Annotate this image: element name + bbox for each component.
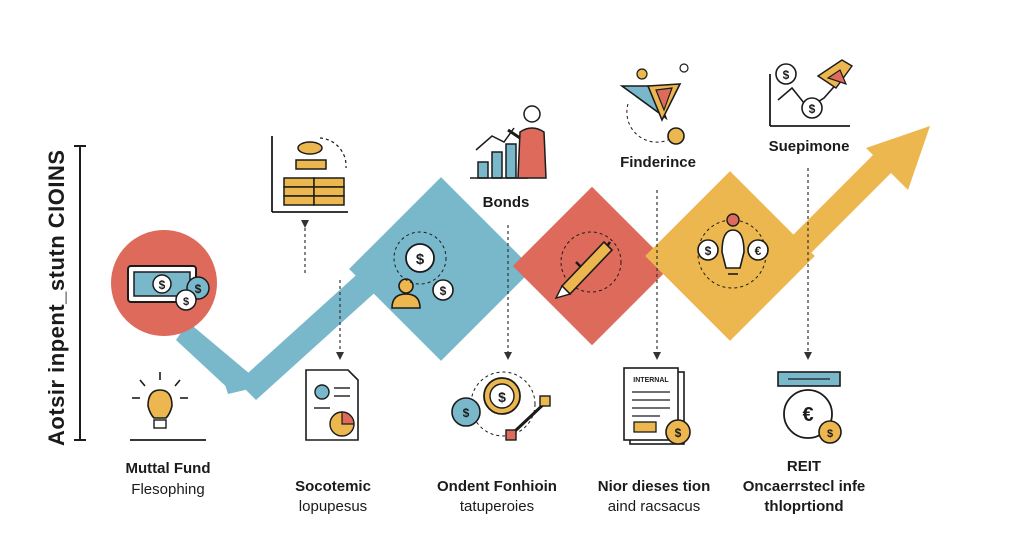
caption-5-line1: REIT [787,458,821,475]
svg-text:€: € [755,244,762,258]
lightbulb-icon [130,372,206,441]
growth-chart-person-icon [470,105,547,179]
line-chart-coins-icon: $ $ [769,59,854,127]
funnel-gem-icon [619,63,689,145]
svg-text:$: $ [416,251,425,268]
caption-1-line1: Muttal Fund [126,460,211,477]
svg-text:$: $ [463,406,470,420]
money-coin-icon: $ $ $ [127,265,210,311]
internal-stamp-label: INTERNAL [633,377,669,384]
connector-arrowheads [301,220,812,360]
caption-4-line2: aind racsacus [608,498,701,515]
svg-text:$: $ [809,102,816,116]
svg-text:$: $ [159,278,166,292]
caption-5-line2: Oncaerrstecl infe [743,478,866,495]
side-axis [74,145,86,441]
caption-3-line1: Ondent Fonhioin [437,478,557,495]
svg-text:$: $ [705,244,712,258]
internal-document-icon: INTERNAL $ [623,367,691,445]
svg-text:$: $ [783,68,790,82]
caption-2-line1: Socotemic [295,478,371,495]
svg-text:$: $ [498,389,506,405]
caption-5-line3: thloprtiond [764,498,843,515]
orange-rising-arrow [770,126,930,276]
report-document-icon [305,369,359,441]
coins-key-icon: $ $ [451,371,551,441]
svg-text:$: $ [440,284,447,298]
caption-3-line2: tatuperoies [460,498,534,515]
svg-text:$: $ [183,296,189,308]
caption-1-line2: Flesophing [131,481,204,498]
bonds-label: Bonds [483,194,530,211]
dashed-connectors [304,168,809,352]
stacked-coins-icon [271,136,348,213]
svg-text:$: $ [675,426,682,440]
balloon-coins-icon: $ € [697,213,769,289]
caption-4-line1: Nior dieses tion [598,478,711,495]
finderince-label: Finderince [620,154,696,171]
suepimone-label: Suepimone [769,138,850,155]
person-dollar-icon: $ $ [391,231,454,309]
caption-2-line2: lopupesus [299,498,367,515]
blue-zigzag-arrow [176,250,402,400]
svg-text:€: € [802,404,813,426]
pen-check-icon [554,231,622,300]
svg-text:$: $ [195,282,202,296]
reit-bank-icon: € $ [777,371,842,444]
svg-text:$: $ [827,428,833,440]
blue-diamond [349,177,533,361]
